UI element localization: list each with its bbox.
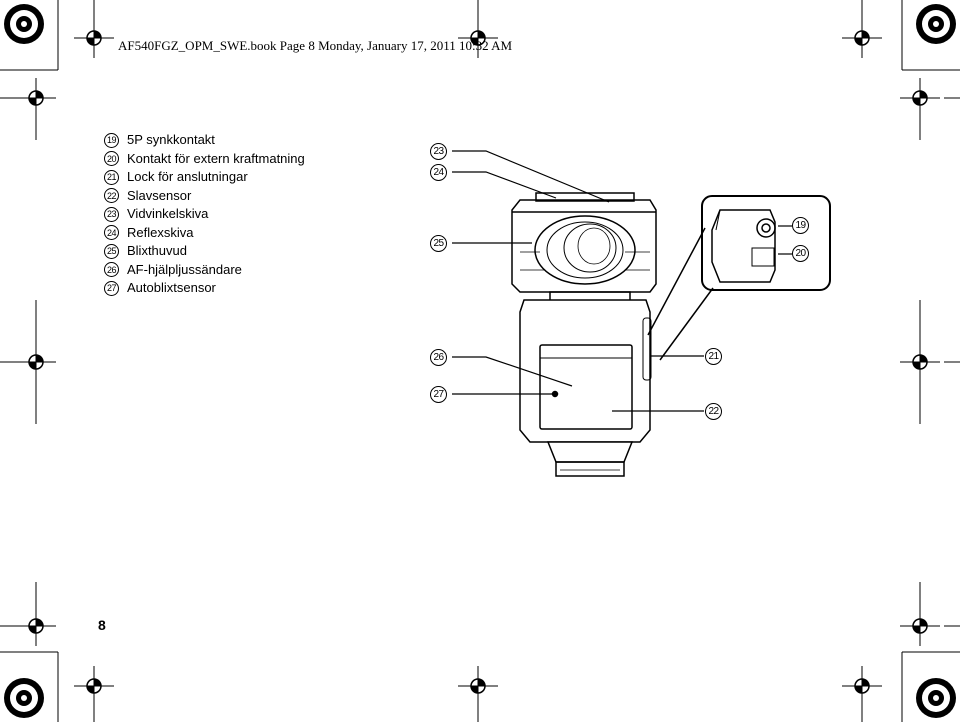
legend-item: 21 Lock för anslutningar [104, 168, 305, 187]
sensor-dot [551, 390, 559, 398]
legend-label: Lock för anslutningar [127, 169, 248, 184]
legend-item: 26 AF-hjälpljussändare [104, 261, 305, 280]
legend-label: Blixthuvud [127, 243, 187, 258]
legend-number: 19 [104, 132, 119, 148]
callout-19: 19 [792, 217, 809, 234]
legend-number: 26 [104, 262, 119, 278]
parts-legend: 19 5P synkkontakt 20 Kontakt för extern kr… [104, 131, 305, 298]
legend-number: 22 [104, 188, 119, 204]
legend-number: 21 [104, 169, 119, 185]
legend-item: 20 Kontakt för extern kraftmatning [104, 150, 305, 169]
flash-lens [534, 215, 636, 285]
legend-item: 25 Blixthuvud [104, 242, 305, 261]
legend-item: 23 Vidvinkelskiva [104, 205, 305, 224]
starburst-tr-icon [916, 4, 956, 44]
legend-label: Kontakt för extern kraftmatning [127, 150, 305, 166]
legend-label: 5P synkkontakt [127, 132, 215, 147]
legend-number: 24 [104, 225, 119, 241]
callout-26: 26 [430, 349, 447, 366]
callout-20: 20 [792, 245, 809, 262]
book-header: AF540FGZ_OPM_SWE.book Page 8 Monday, Jan… [118, 38, 513, 53]
legend-item: 19 5P synkkontakt [104, 131, 305, 150]
af-window [539, 344, 633, 430]
callout-25: 25 [430, 235, 447, 252]
page-number: 8 [98, 617, 106, 633]
legend-label: Autoblixtsensor [127, 280, 216, 295]
starburst-br-icon [916, 678, 956, 718]
legend-number: 23 [104, 206, 119, 222]
flash-body [519, 299, 651, 443]
legend-item: 27 Autoblixtsensor [104, 279, 305, 298]
legend-label: AF-hjälpljussändare [127, 261, 242, 277]
legend-number: 20 [104, 151, 119, 167]
leader-23 [452, 150, 610, 203]
flash-head [511, 199, 657, 293]
starburst-tl-icon [4, 4, 44, 44]
legend-label: Reflexskiva [127, 224, 194, 240]
callout-27: 27 [430, 386, 447, 403]
callout-24: 24 [430, 164, 447, 181]
legend-item: 22 Slavsensor [104, 187, 305, 206]
leader-24 [452, 171, 557, 199]
callout-22: 22 [705, 403, 722, 420]
legend-item: 24 Reflexskiva [104, 224, 305, 243]
legend-number: 25 [104, 243, 119, 259]
legend-label: Vidvinkelskiva [127, 206, 209, 221]
leader-26 [452, 356, 573, 387]
wide-panel [535, 192, 635, 202]
callout-21: 21 [705, 348, 722, 365]
legend-number: 27 [104, 280, 119, 296]
callout-23: 23 [430, 143, 447, 160]
legend-label: Slavsensor [127, 187, 192, 203]
starburst-bl-icon [4, 678, 44, 718]
